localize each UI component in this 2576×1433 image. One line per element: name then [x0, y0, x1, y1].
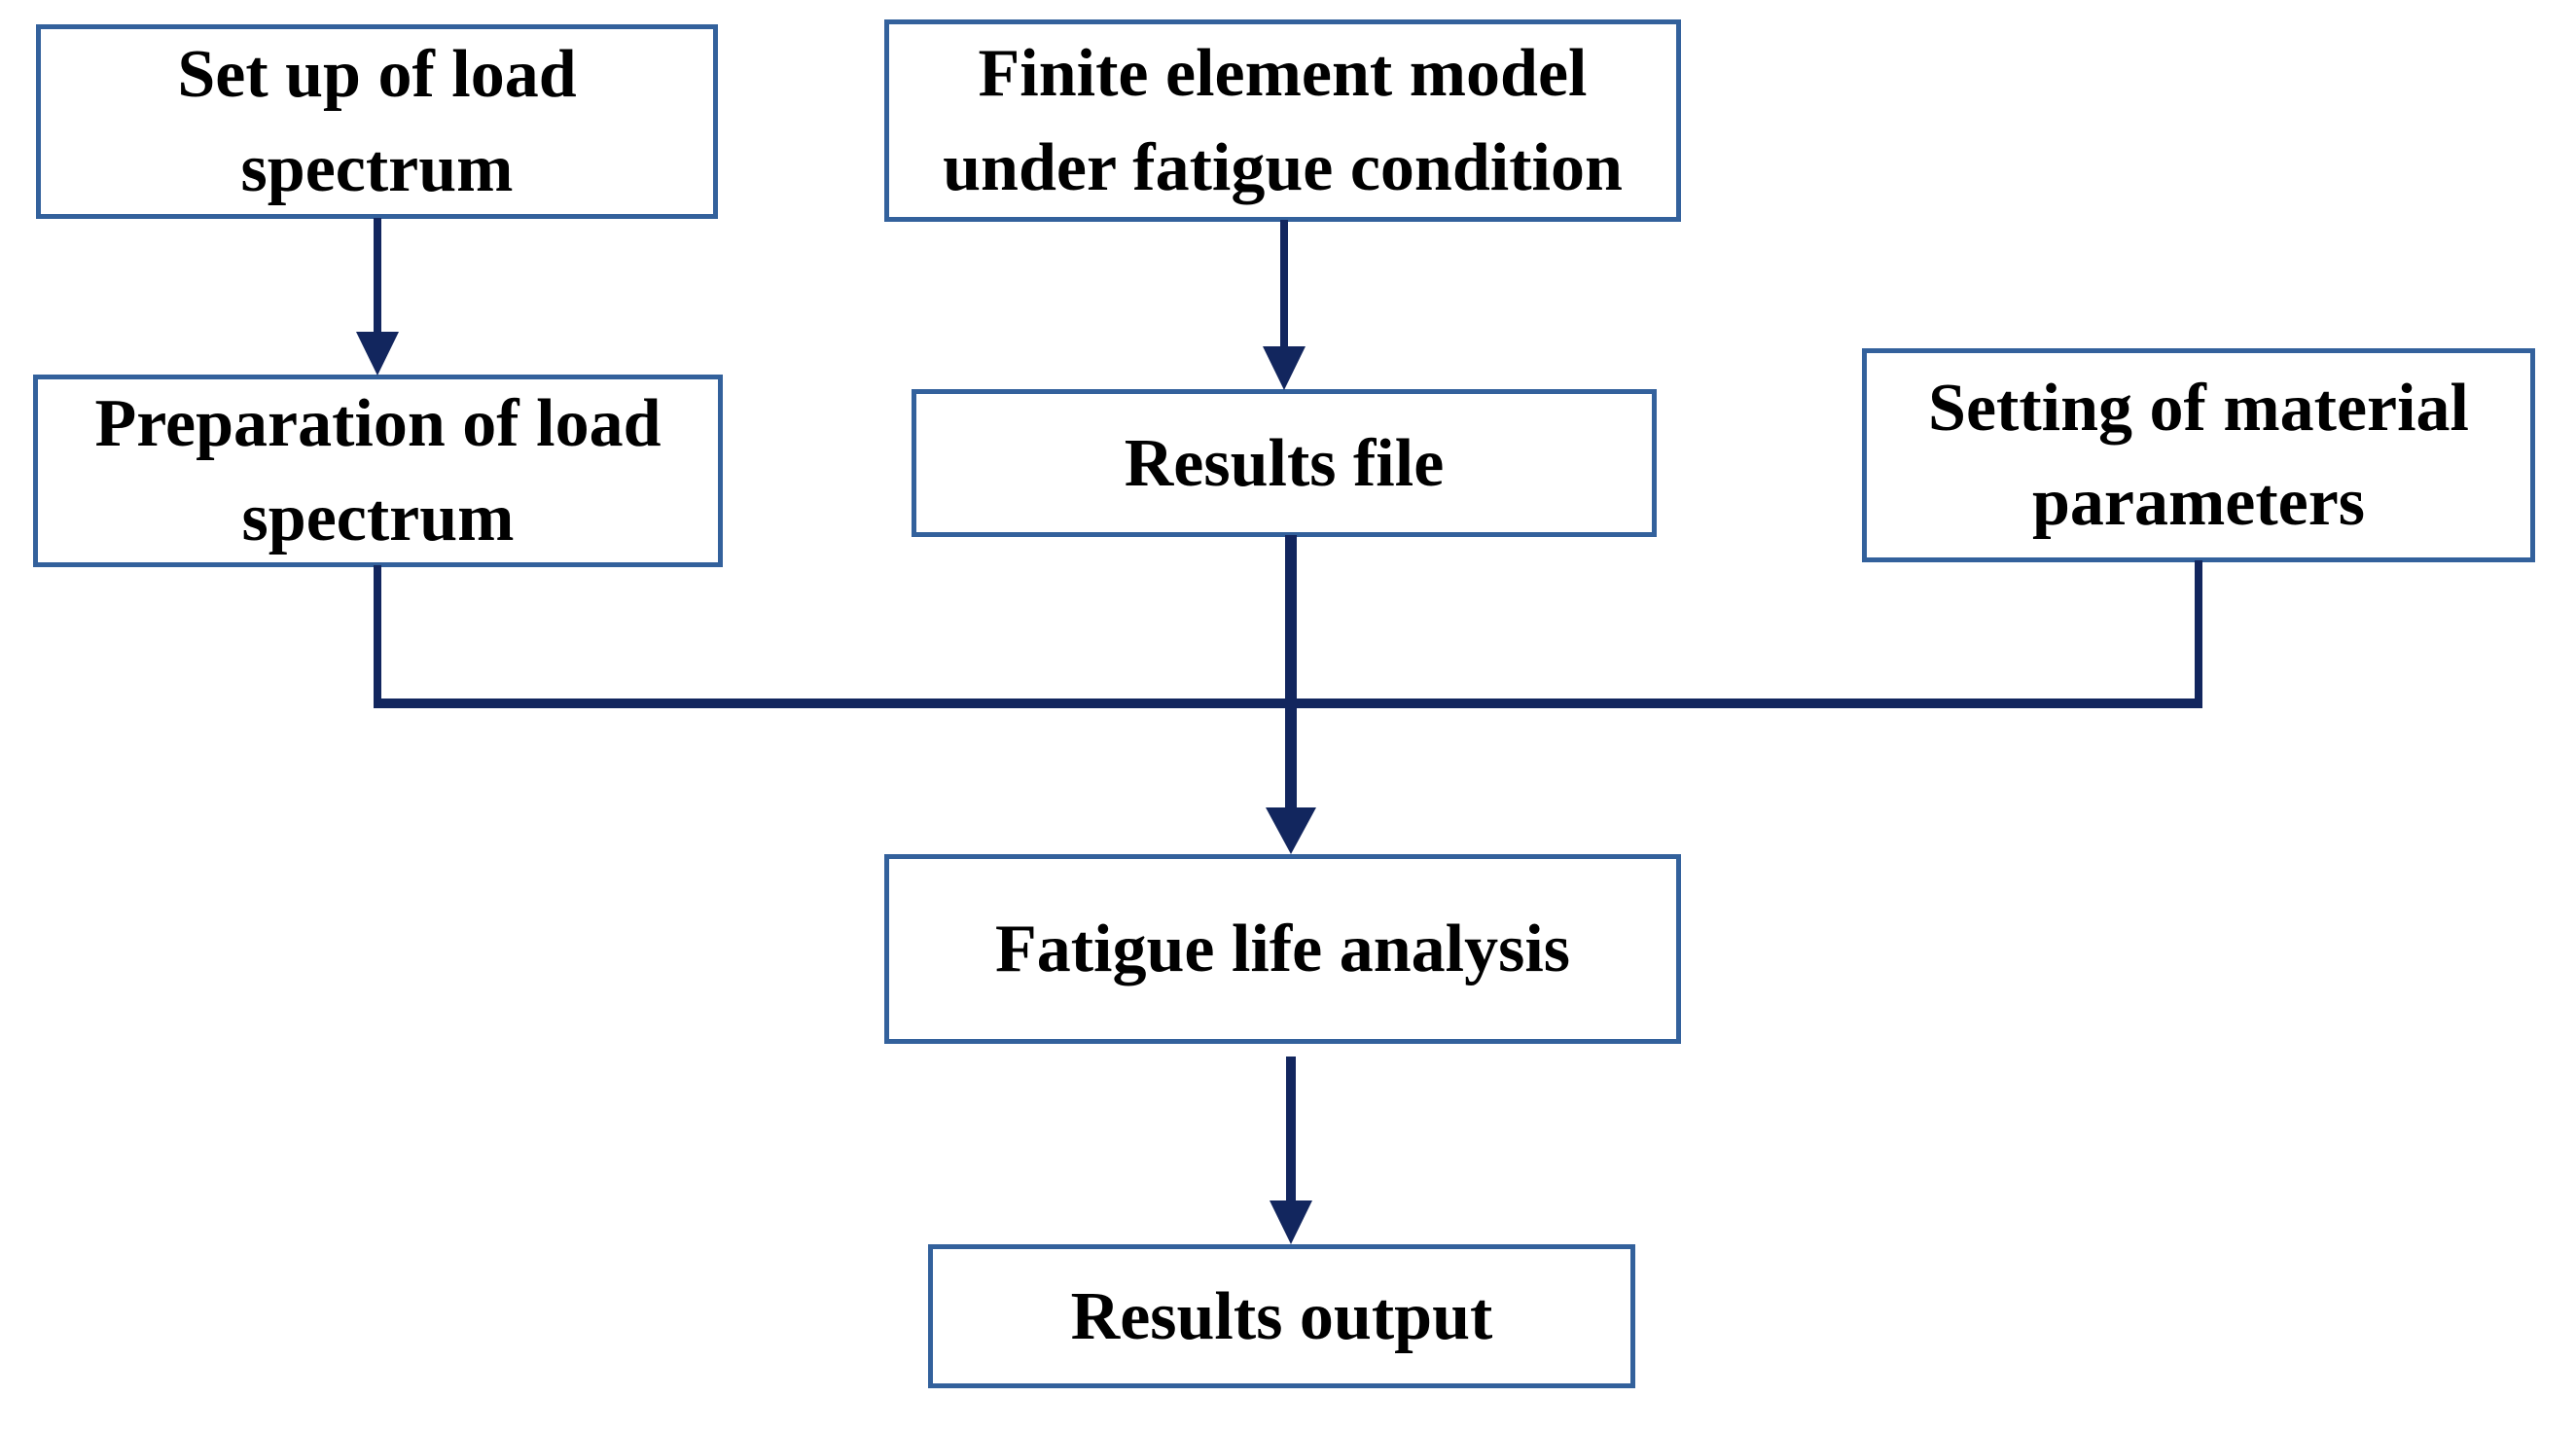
edge-setup-to-preparation-shaft: [374, 218, 381, 337]
edge-setup-to-preparation-arrowhead-icon: [356, 332, 399, 376]
edge-fatigue-to-output-shaft: [1286, 1057, 1296, 1205]
edge-resultsfile-to-fatigue-shaft: [1285, 535, 1297, 815]
node-finite-element-model: Finite element model under fatigue condi…: [884, 19, 1681, 222]
edge-preparation-to-junction-shaft: [374, 565, 381, 708]
node-results-file-label: Results file: [1124, 425, 1445, 501]
edge-fatigue-to-output-arrowhead-icon: [1270, 1200, 1312, 1244]
node-results-file: Results file: [912, 389, 1657, 537]
edge-femodel-to-resultsfile-arrowhead-icon: [1263, 346, 1306, 390]
node-results-output-label: Results output: [1070, 1278, 1493, 1354]
edge-material-to-junction-shaft: [2195, 560, 2202, 708]
edge-femodel-to-resultsfile-shaft: [1280, 220, 1288, 351]
node-fatigue-life-analysis: Fatigue life analysis: [884, 854, 1681, 1044]
node-fatigue-life-analysis-label: Fatigue life analysis: [994, 912, 1571, 986]
edge-resultsfile-to-fatigue-arrowhead-icon: [1266, 807, 1316, 854]
node-setup-load-spectrum: Set up of load spectrum: [36, 24, 718, 219]
node-finite-element-model-label: Finite element model under fatigue condi…: [943, 36, 1623, 205]
node-setup-load-spectrum-label: Set up of load spectrum: [177, 37, 577, 206]
node-preparation-load-spectrum: Preparation of load spectrum: [33, 375, 723, 567]
node-setting-material-parameters: Setting of material parameters: [1862, 348, 2535, 562]
node-results-output: Results output: [928, 1244, 1635, 1388]
node-setting-material-parameters-label: Setting of material parameters: [1928, 371, 2469, 540]
node-preparation-load-spectrum-label: Preparation of load spectrum: [94, 386, 662, 555]
